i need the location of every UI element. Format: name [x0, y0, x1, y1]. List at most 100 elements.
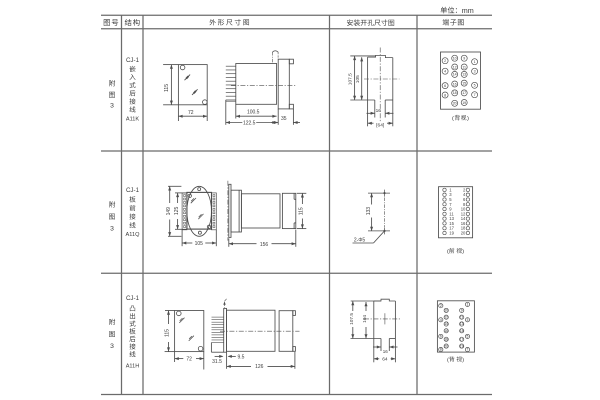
svg-text:mm: mm	[462, 6, 474, 15]
svg-text:14: 14	[444, 322, 448, 326]
svg-text:105: 105	[195, 241, 204, 247]
svg-text:A11Q: A11Q	[126, 232, 141, 238]
svg-text:17: 17	[460, 338, 464, 342]
svg-text:3: 3	[474, 70, 476, 74]
svg-text:12: 12	[453, 65, 457, 69]
svg-text:5: 5	[467, 335, 469, 339]
svg-text:3: 3	[467, 318, 469, 322]
svg-text:156: 156	[260, 242, 269, 248]
svg-text:15: 15	[449, 221, 454, 226]
svg-text:16: 16	[383, 349, 389, 354]
svg-text:72: 72	[186, 357, 192, 363]
svg-text:8: 8	[463, 202, 466, 207]
svg-text:10: 10	[461, 207, 466, 212]
svg-text:1: 1	[474, 60, 476, 64]
svg-text:4: 4	[463, 192, 466, 197]
svg-text:107.5: 107.5	[347, 73, 353, 85]
svg-text:8: 8	[444, 93, 446, 97]
svg-text:5: 5	[474, 84, 476, 88]
svg-text:2-: 2-	[354, 237, 359, 243]
svg-text:4: 4	[440, 318, 442, 322]
svg-text:9: 9	[449, 207, 452, 212]
svg-text:1: 1	[449, 187, 452, 192]
svg-text:9: 9	[461, 309, 463, 313]
svg-text:35: 35	[281, 116, 287, 122]
svg-text:72: 72	[188, 110, 194, 116]
svg-text:13: 13	[462, 73, 466, 77]
svg-text:11: 11	[462, 65, 466, 69]
svg-text:64: 64	[382, 357, 388, 363]
svg-text:5: 5	[362, 237, 365, 243]
svg-text:3: 3	[110, 103, 114, 110]
svg-text:7: 7	[474, 93, 476, 97]
svg-text:115: 115	[164, 84, 170, 92]
svg-text:4: 4	[444, 70, 446, 74]
svg-text:100.5: 100.5	[247, 110, 260, 116]
svg-text:CJ-1: CJ-1	[126, 295, 140, 302]
svg-text:107.5: 107.5	[349, 313, 355, 325]
svg-text:13: 13	[449, 216, 454, 221]
svg-text:CJ-1: CJ-1	[126, 57, 140, 64]
svg-text:115: 115	[164, 329, 170, 337]
svg-text:7: 7	[449, 202, 452, 207]
svg-text:20: 20	[453, 102, 457, 106]
svg-text:11: 11	[460, 315, 464, 319]
svg-text:115: 115	[299, 207, 305, 215]
svg-text:18: 18	[461, 226, 466, 231]
svg-text:2: 2	[463, 187, 466, 192]
svg-text:3: 3	[449, 192, 452, 197]
svg-text:125: 125	[174, 207, 180, 216]
svg-text:16: 16	[461, 221, 466, 226]
svg-text:122.5: 122.5	[243, 121, 256, 127]
svg-text:20: 20	[461, 231, 466, 236]
svg-text:): )	[462, 357, 464, 363]
svg-text:A11K: A11K	[126, 116, 140, 122]
svg-text:18: 18	[444, 338, 448, 342]
svg-text:): )	[462, 249, 464, 255]
svg-text:19: 19	[462, 101, 466, 105]
svg-text:20: 20	[444, 344, 448, 348]
svg-text:133: 133	[366, 207, 372, 216]
svg-text:(: (	[447, 357, 449, 363]
svg-text:16: 16	[376, 108, 382, 114]
svg-text:9: 9	[463, 57, 465, 61]
svg-text:10: 10	[444, 309, 448, 313]
svg-text:15: 15	[460, 329, 464, 333]
svg-text:CJ-1: CJ-1	[126, 187, 140, 194]
svg-text:2: 2	[440, 304, 442, 308]
svg-text:2: 2	[444, 59, 446, 63]
svg-text:A11H: A11H	[126, 364, 140, 370]
svg-text:6: 6	[440, 335, 442, 339]
svg-text:18: 18	[453, 91, 457, 95]
svg-text:8: 8	[440, 348, 442, 352]
svg-text:(: (	[447, 249, 449, 255]
svg-text:6: 6	[444, 84, 446, 88]
svg-text:5: 5	[449, 197, 452, 202]
svg-text:17: 17	[449, 226, 454, 231]
svg-text:104: 104	[362, 315, 368, 323]
svg-text:19: 19	[449, 231, 454, 236]
svg-text:3: 3	[110, 225, 114, 232]
svg-text:16: 16	[453, 82, 457, 86]
svg-text:7: 7	[467, 348, 469, 352]
svg-text:19: 19	[460, 344, 464, 348]
svg-text:[64]: [64]	[376, 123, 384, 129]
svg-text:149: 149	[166, 207, 172, 216]
svg-text:105: 105	[355, 75, 361, 83]
svg-text:17: 17	[462, 91, 466, 95]
svg-text:126: 126	[255, 364, 264, 370]
svg-text:31.5: 31.5	[212, 359, 222, 365]
svg-text:(: (	[452, 116, 454, 122]
svg-text:16: 16	[444, 329, 448, 333]
svg-text:): )	[467, 116, 469, 122]
svg-text:11: 11	[449, 211, 454, 216]
svg-text:3: 3	[110, 343, 114, 350]
svg-text:6: 6	[463, 197, 466, 202]
svg-text:9.5: 9.5	[238, 354, 245, 360]
svg-text:1: 1	[467, 303, 469, 307]
svg-text:14: 14	[461, 216, 466, 221]
svg-text:10: 10	[453, 57, 457, 61]
svg-text:15: 15	[462, 81, 466, 85]
svg-text:13: 13	[460, 322, 464, 326]
svg-text:12: 12	[461, 211, 466, 216]
